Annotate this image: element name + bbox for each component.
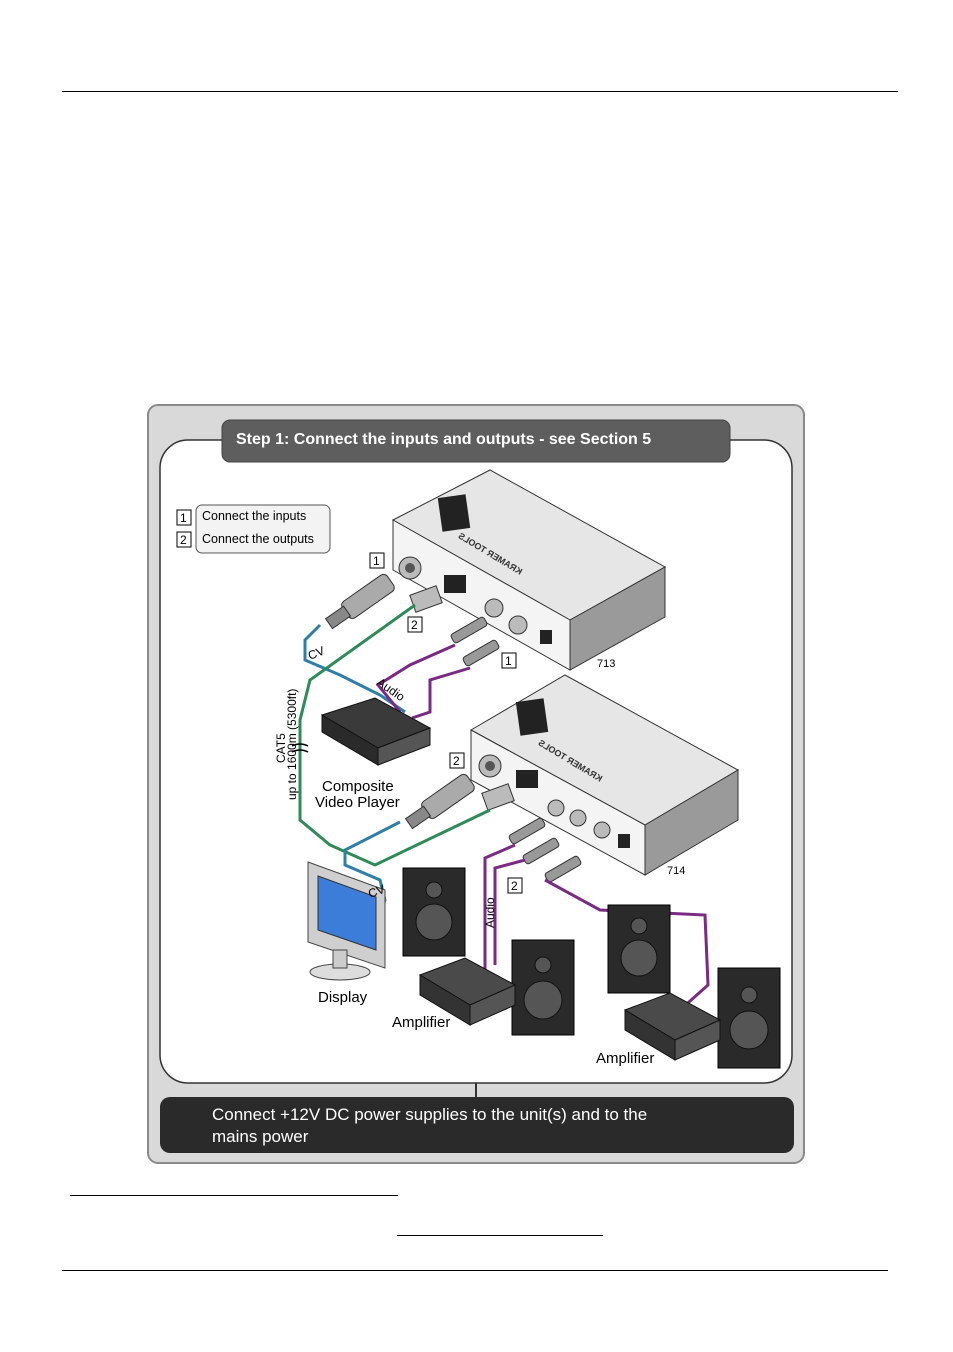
step-banner (221, 419, 731, 463)
cat5-label-line2: up to 1600m (5300ft) (285, 689, 299, 800)
cable-audio-bottom-3 (544, 878, 710, 1012)
bnc-plug-rx (404, 773, 475, 830)
rj45-plug-tx (409, 585, 443, 613)
marker-rx-input: 2 (453, 754, 460, 768)
speaker-right-1 (607, 904, 671, 994)
marker-tx-output: 2 (411, 618, 418, 632)
transmitter-unit: KRAMER TOOLS 713 (391, 469, 667, 671)
amplifier-right-label: Amplifier (596, 1050, 654, 1067)
legend-num-box-1 (176, 509, 192, 526)
receiver-unit: KRAMER TOOLS 714 (469, 674, 740, 877)
tx-model: 713 (597, 658, 615, 670)
cable-cv-top (303, 623, 406, 714)
rx-model: 714 (667, 865, 685, 877)
audio-label-bottom: Audio (483, 897, 497, 928)
legend-label-2: Connect the outputs (202, 532, 314, 546)
legend-num-2: 2 (180, 533, 187, 547)
cv-label-bottom: CV (366, 882, 386, 901)
marker-box-tx-audio (501, 652, 517, 669)
cable-audio-top-1 (375, 643, 456, 713)
cable-audio-bottom-2 (493, 858, 526, 965)
footnote-rule (70, 1195, 398, 1196)
speaker-right-2 (717, 967, 781, 1069)
cable-break-mark (291, 743, 309, 753)
power-instruction-line1: Connect +12V DC power supplies to the un… (212, 1105, 647, 1124)
header-rule (62, 91, 898, 92)
amplifier-right (623, 992, 722, 1061)
legend-label-1: Connect the inputs (202, 509, 306, 523)
legend-box (195, 504, 331, 554)
amplifier-left-label: Amplifier (392, 1014, 450, 1031)
cv-label-top: CV (306, 644, 327, 663)
legend-num-1: 1 (180, 511, 187, 525)
cable-audio-top-2 (411, 666, 471, 720)
speaker-left-1 (402, 867, 466, 957)
rj45-plug-rx (481, 783, 515, 811)
marker-tx-input: 1 (373, 554, 380, 568)
footnote-link-underline[interactable] (397, 1235, 603, 1236)
source-label-line2: Video Player (315, 794, 400, 811)
power-instruction-bar (160, 1097, 794, 1153)
bnc-plug-tx (324, 573, 395, 630)
footer-rule (62, 1270, 888, 1271)
composite-video-player (320, 697, 432, 766)
marker-rx-audio: 2 (511, 879, 518, 893)
source-label-line1: Composite (322, 778, 394, 795)
marker-box-tx-output (407, 616, 423, 633)
speaker-left-2 (511, 939, 575, 1036)
cable-audio-bottom-1 (483, 843, 516, 975)
step-banner-text: Step 1: Connect the inputs and outputs -… (236, 431, 651, 448)
cat5-label-line1: CAT5 (274, 733, 288, 763)
cable-cat5 (298, 603, 491, 867)
rca-plugs-tx (450, 616, 500, 667)
marker-box-rx-input (449, 752, 465, 769)
legend-num-box-2 (176, 531, 192, 548)
marker-box-tx-input (369, 552, 385, 569)
marker-tx-audio: 1 (505, 654, 512, 668)
amplifier-left (418, 957, 517, 1026)
marker-box-rx-audio (507, 877, 523, 894)
rca-plugs-rx (508, 817, 582, 883)
display-monitor (307, 861, 386, 981)
power-instruction-line2: mains power (212, 1127, 309, 1146)
display-label: Display (318, 989, 368, 1006)
